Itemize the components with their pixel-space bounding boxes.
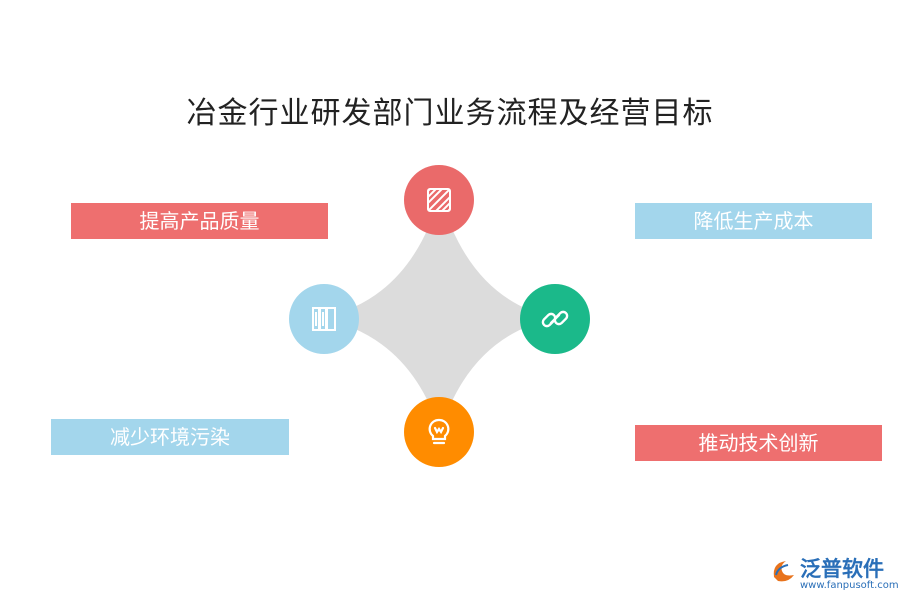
logo-name: 泛普软件 (800, 557, 884, 581)
node-top (404, 165, 474, 235)
goal-promote-innovation: 推动技术创新 (635, 425, 882, 461)
node-right (520, 284, 590, 354)
logo-url: www.fanpusoft.com (800, 580, 899, 591)
brand-logo: 泛普软件 www.fanpusoft.com (770, 553, 899, 598)
striped-square-icon (427, 188, 451, 212)
goal-reduce-pollution: 减少环境污染 (51, 419, 289, 455)
goal-improve-quality: 提高产品质量 (71, 203, 328, 239)
lightbulb-icon (428, 418, 450, 445)
books-icon (312, 307, 336, 331)
logo-swirl-icon (773, 561, 794, 582)
goal-reduce-cost: 降低生产成本 (635, 203, 872, 239)
node-left (289, 284, 359, 354)
page-title: 冶金行业研发部门业务流程及经营目标 (186, 96, 714, 131)
chain-link-icon (541, 310, 569, 328)
node-bottom (404, 397, 474, 467)
